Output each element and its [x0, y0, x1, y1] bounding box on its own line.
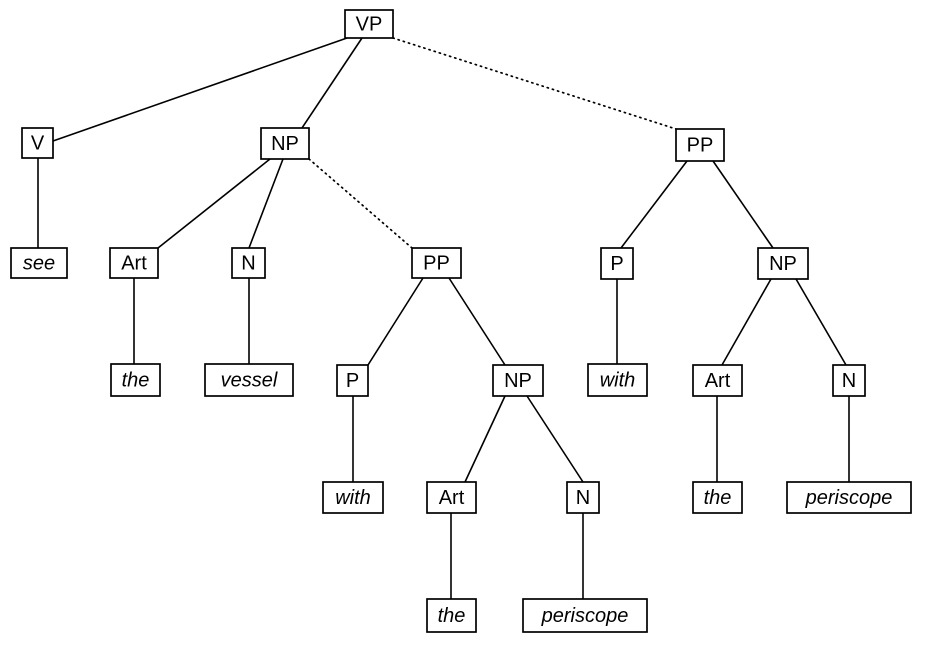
tree-node-the_mid[interactable]: the [426, 598, 477, 633]
tree-node-vp[interactable]: VP [344, 9, 394, 39]
node-box-with_mid [322, 481, 384, 514]
node-label-art1: Art [121, 252, 147, 274]
tree-node-art_right[interactable]: Art [692, 364, 743, 397]
tree-node-pp_mid[interactable]: PP [411, 247, 462, 279]
node-box-v [21, 127, 54, 159]
tree-node-the_right[interactable]: the [692, 481, 743, 514]
tree-node-v[interactable]: V [21, 127, 54, 159]
node-box-np_right [757, 247, 809, 280]
node-label-n1: N [241, 252, 255, 274]
node-label-np1: NP [271, 133, 299, 155]
node-box-pp_right [675, 128, 725, 162]
tree-edge-np_mid-to-art_mid [464, 395, 506, 483]
tree-edge-np_mid-to-n_mid [526, 395, 584, 483]
tree-edge-pp_mid-to-p_mid [367, 277, 424, 366]
tree-node-peri_right[interactable]: periscope [786, 481, 912, 514]
node-box-pp_mid [411, 247, 462, 279]
tree-node-with_mid[interactable]: with [322, 481, 384, 514]
tree-node-n1[interactable]: N [231, 247, 266, 279]
tree-node-the1[interactable]: the [110, 363, 161, 397]
node-label-art_mid: Art [439, 487, 465, 509]
node-label-vp: VP [356, 13, 383, 35]
node-label-vessel: vessel [221, 369, 278, 391]
node-box-n_right [832, 364, 866, 397]
node-box-the1 [110, 363, 161, 397]
node-label-art_right: Art [705, 370, 731, 392]
node-label-p_mid: P [346, 370, 359, 392]
tree-edge-vp-to-v [52, 37, 348, 142]
tree-node-n_mid[interactable]: N [566, 481, 600, 514]
node-box-the_mid [426, 598, 477, 633]
node-label-with_mid: with [335, 487, 371, 509]
node-box-art_right [692, 364, 743, 397]
tree-node-pp_right[interactable]: PP [675, 128, 725, 162]
node-label-the1: the [122, 369, 150, 391]
tree-node-np_mid[interactable]: NP [492, 364, 544, 397]
node-label-v: V [31, 132, 45, 154]
node-box-n1 [231, 247, 266, 279]
node-box-vp [344, 9, 394, 39]
tree-node-art1[interactable]: Art [109, 247, 159, 279]
node-label-peri_mid: periscope [541, 605, 629, 627]
node-label-pp_mid: PP [423, 252, 450, 274]
tree-node-p_mid[interactable]: P [336, 364, 369, 397]
tree-edge-vp-to-pp_right [392, 37, 677, 130]
node-label-pp_right: PP [687, 134, 714, 156]
tree-node-n_right[interactable]: N [832, 364, 866, 397]
node-box-p_mid [336, 364, 369, 397]
node-box-vessel [204, 363, 294, 397]
tree-edge-np_right-to-n_right [795, 278, 847, 366]
node-box-art_mid [426, 481, 477, 514]
tree-edge-vp-to-np1 [301, 37, 363, 129]
tree-node-art_mid[interactable]: Art [426, 481, 477, 514]
node-label-with_right: with [600, 369, 636, 391]
tree-edge-np1-to-art1 [157, 158, 271, 249]
node-label-n_right: N [842, 370, 856, 392]
node-box-art1 [109, 247, 159, 279]
node-box-np_mid [492, 364, 544, 397]
node-label-peri_right: periscope [805, 487, 893, 509]
tree-node-with_right[interactable]: with [587, 363, 648, 397]
node-label-see: see [23, 252, 55, 274]
tree-node-np_right[interactable]: NP [757, 247, 809, 280]
node-label-np_mid: NP [504, 370, 532, 392]
node-box-n_mid [566, 481, 600, 514]
tree-node-vessel[interactable]: vessel [204, 363, 294, 397]
tree-edge-np1-to-pp_mid [308, 158, 413, 249]
tree-node-np1[interactable]: NP [260, 127, 310, 160]
node-label-the_right: the [704, 487, 732, 509]
node-box-np1 [260, 127, 310, 160]
tree-edge-pp_mid-to-np_mid [448, 277, 506, 366]
node-box-see [10, 247, 68, 279]
node-label-the_mid: the [438, 605, 466, 627]
node-box-peri_mid [522, 598, 648, 633]
node-label-np_right: NP [769, 253, 797, 275]
node-box-p_right [600, 247, 634, 280]
node-label-p_right: P [610, 253, 623, 275]
node-box-the_right [692, 481, 743, 514]
tree-node-p_right[interactable]: P [600, 247, 634, 280]
tree-node-see[interactable]: see [10, 247, 68, 279]
edge-layer [37, 37, 850, 599]
node-box-peri_right [786, 481, 912, 514]
tree-edge-pp_right-to-p_right [620, 160, 688, 249]
tree-edge-np1-to-n1 [248, 158, 284, 249]
node-label-n_mid: N [576, 487, 590, 509]
tree-node-peri_mid[interactable]: periscope [522, 598, 648, 633]
tree-edge-pp_right-to-np_right [712, 160, 774, 249]
tree-edge-np_right-to-art_right [721, 278, 772, 366]
node-box-with_right [587, 363, 648, 397]
